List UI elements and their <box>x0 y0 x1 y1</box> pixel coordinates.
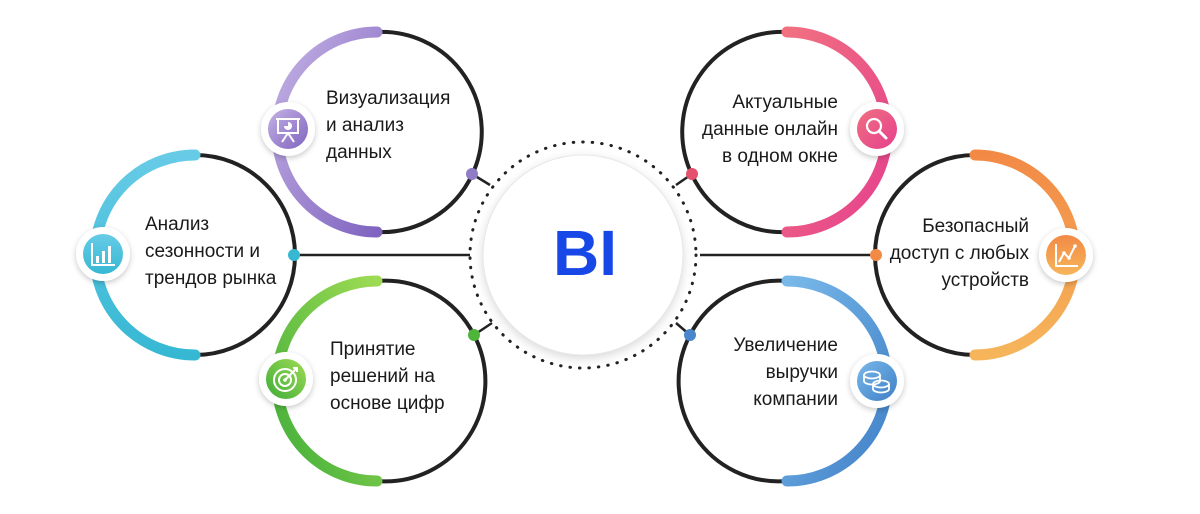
coins-icon <box>850 354 904 408</box>
label-seasonality: Анализ сезонности и трендов рынка <box>145 214 277 289</box>
target-icon <box>259 352 313 406</box>
bi-center <box>468 140 698 370</box>
presentation-chart-icon <box>261 102 315 156</box>
line-chart-icon <box>1039 228 1093 282</box>
bi-title: BI <box>553 217 617 289</box>
bar-chart-icon <box>76 227 130 281</box>
label-visualization: Визуализация и анализ данных <box>326 88 451 163</box>
label-decisions: Принятие решений на основе цифр <box>330 339 445 414</box>
label-realtime: Актуальные данные онлайн в одном окне <box>702 92 838 167</box>
label-revenue: Увеличение выручки компании <box>733 335 838 410</box>
label-secure: Безопасный доступ с любых устройств <box>889 216 1029 291</box>
magnifier-icon <box>850 102 904 156</box>
